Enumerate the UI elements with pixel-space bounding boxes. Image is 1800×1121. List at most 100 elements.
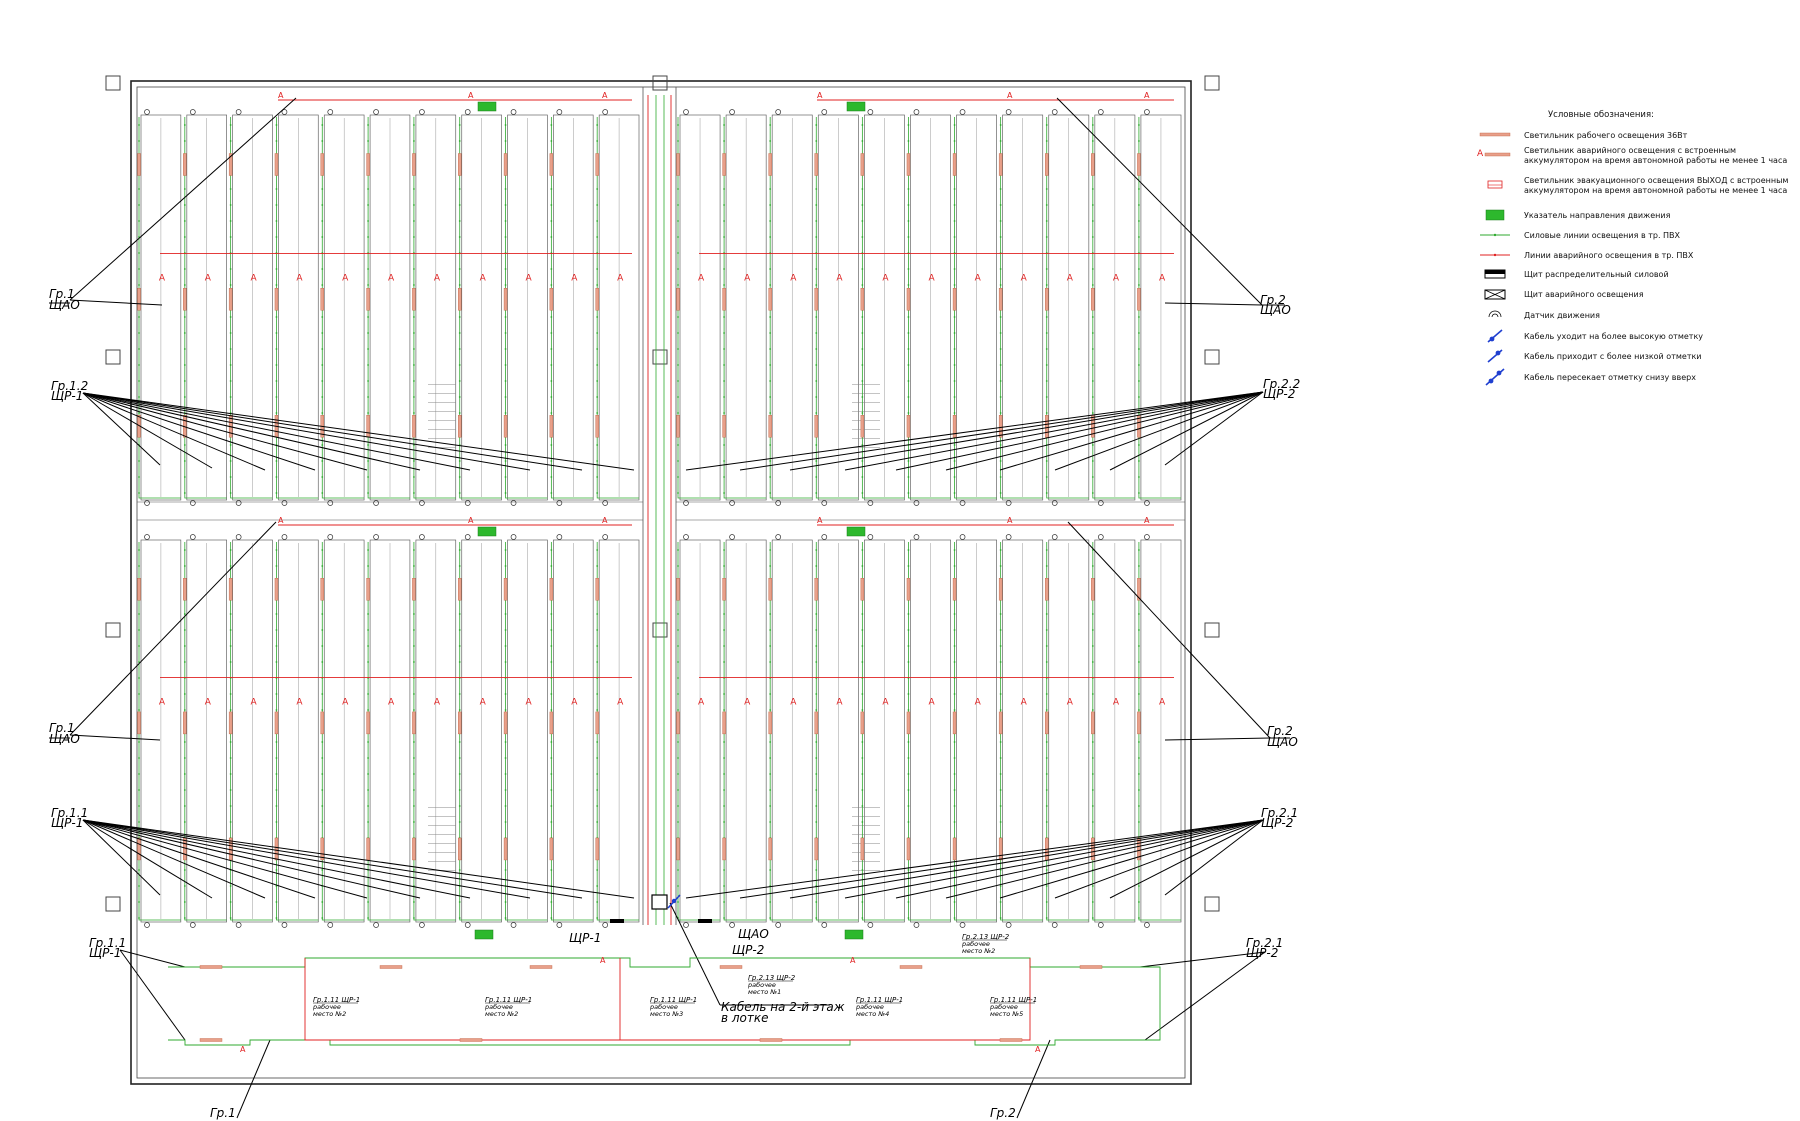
power-line-dot [677, 789, 679, 791]
power-line-dot [815, 901, 818, 903]
power-line-dot [413, 204, 415, 206]
power-line-dot [458, 284, 461, 286]
power-line-dot [861, 220, 864, 222]
legend-item-text: Щит распределительный силовой [1524, 270, 1669, 279]
power-line-dot [229, 188, 232, 190]
workplace-group: Гр.2.13 ЩР-2 [962, 933, 1010, 941]
power-line-dot [1138, 140, 1140, 142]
power-line-dot [413, 645, 415, 647]
power-line-dot [1138, 444, 1140, 446]
column-square [105, 622, 121, 638]
work-light-icon [137, 153, 141, 176]
power-line-dot [275, 188, 278, 190]
workplace-group: Гр.1.11 ЩР-1 [990, 996, 1037, 1004]
column-square [1204, 896, 1220, 912]
power-line-dot [1138, 124, 1140, 126]
power-line-dot [413, 284, 415, 286]
power-line-dot [275, 284, 278, 286]
power-line-dot [138, 204, 140, 206]
power-line-dot [504, 124, 507, 126]
power-line-dot [1091, 805, 1094, 807]
motion-sensor-icon [1144, 500, 1150, 506]
power-line-dot [953, 380, 956, 382]
legend-item: Кабель пересекает отметку снизу вверх [1485, 368, 1696, 386]
power-line-dot [815, 124, 818, 126]
work-light-icon [459, 1038, 483, 1042]
power-line-dot [861, 773, 864, 775]
work-light-icon [529, 965, 553, 969]
power-line-dot [321, 901, 324, 903]
legend-item-text: Кабель уходит на более высокую отметку [1524, 332, 1703, 341]
power-line-dot [275, 565, 278, 567]
power-line [1000, 542, 1043, 921]
work-light-icon [183, 288, 187, 311]
power-line-dot [999, 412, 1002, 414]
work-light-icon [1137, 837, 1141, 861]
power-line-dot [413, 188, 415, 190]
power-line-dot [504, 757, 507, 759]
legend-item: Светильник эвакуационного освещения ВЫХО… [1487, 176, 1788, 195]
power-line [138, 542, 181, 921]
power-line-dot [1138, 917, 1140, 919]
motion-sensor-icon [419, 109, 425, 115]
power-line-dot [138, 885, 140, 887]
power-line-dot [1138, 821, 1140, 823]
power-line-dot [275, 220, 278, 222]
power-line-dot [550, 805, 553, 807]
power-line-dot [138, 917, 140, 919]
emergency-mark: А [296, 697, 303, 707]
work-light-icon [366, 153, 370, 176]
power-line-dot [1138, 645, 1140, 647]
power-line-dot [1091, 412, 1094, 414]
power-line-dot [1091, 332, 1094, 334]
power-line-dot [861, 236, 864, 238]
work-light-icon [860, 415, 865, 438]
power-line-dot [769, 316, 772, 318]
work-light-icon [768, 837, 772, 861]
emergency-mark: А [1007, 91, 1013, 100]
work-light-icon [320, 578, 324, 601]
work-light-icon [814, 153, 818, 176]
power-line [1138, 117, 1181, 499]
motion-sensor-icon [419, 922, 425, 928]
power-line-dot [999, 220, 1002, 222]
legend-item-text: Щит аварийного освещения [1524, 290, 1644, 299]
power-line-dot [321, 332, 324, 334]
power-line-dot [1138, 773, 1140, 775]
power-line-dot [367, 805, 369, 807]
power-line-dot [367, 220, 369, 222]
power-line-dot [769, 124, 772, 126]
power-line-dot [953, 268, 956, 270]
power-line-dot [953, 188, 956, 190]
power-line-dot [321, 789, 324, 791]
leader-line [119, 949, 186, 968]
motion-sensor-icon [373, 922, 379, 928]
motion-sensor-icon [281, 922, 288, 928]
leader-line [82, 392, 266, 471]
cable-note-line2: в лотке [721, 1011, 769, 1025]
power-line-dot [1045, 220, 1048, 222]
motion-sensor-icon [959, 109, 966, 115]
power-line-dot [367, 396, 369, 398]
work-light-icon [952, 415, 957, 438]
power-line-dot [815, 396, 818, 398]
power-line-dot [275, 821, 278, 823]
motion-sensor-icon [959, 534, 966, 540]
power-line-dot [953, 444, 956, 446]
power-line-dot [138, 789, 140, 791]
legend-item: Кабель приходит с более низкой отметки [1487, 349, 1702, 363]
power-line-dot [1138, 460, 1140, 462]
power-line-dot [275, 492, 278, 494]
power-line-dot [321, 565, 324, 567]
work-light-icon [722, 288, 726, 311]
power-line-dot [1045, 412, 1048, 414]
work-light-icon [412, 288, 416, 311]
leader-line [1056, 97, 1263, 306]
power-line-dot [275, 124, 278, 126]
power-line-dot [677, 677, 679, 679]
legend-title: Условные обозначения: [1548, 110, 1654, 120]
motion-sensor-icon [959, 922, 966, 928]
work-light-icon [503, 415, 508, 438]
